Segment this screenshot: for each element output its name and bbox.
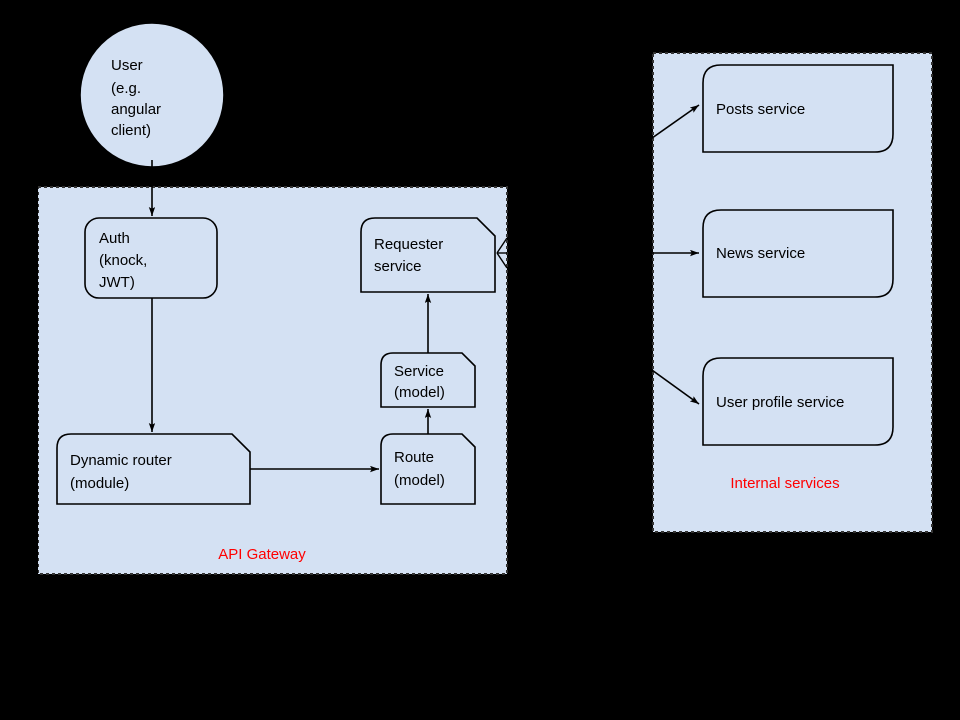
dynamic-router-line-2: (module) <box>70 475 129 492</box>
user-actor-line-3: angular <box>111 101 161 118</box>
user-profile-service-box <box>702 357 894 446</box>
node-dynamic-router[interactable]: Dynamic router (module) <box>56 433 251 505</box>
service-model-line-2: (model) <box>394 384 445 401</box>
connector-requester-to-user-profile <box>644 364 700 405</box>
user-actor-line-2: (e.g. <box>111 80 141 97</box>
route-model-box <box>380 433 476 505</box>
node-news-service[interactable]: News service <box>702 209 894 298</box>
node-service-model[interactable]: Service (model) <box>380 352 476 408</box>
route-model-line-2: (model) <box>394 472 445 489</box>
auth-line-1: Auth <box>99 230 130 247</box>
node-requester-service[interactable]: Requester service <box>360 217 496 293</box>
service-model-box <box>380 352 476 408</box>
user-profile-service-label: User profile service <box>716 394 844 411</box>
node-route-model[interactable]: Route (model) <box>380 433 476 505</box>
news-service-label: News service <box>716 245 805 262</box>
requester-service-line-1: Requester <box>374 236 443 253</box>
internal-services-label: Internal services <box>730 475 839 492</box>
news-service-box <box>702 209 894 298</box>
mask-bottom <box>0 576 960 720</box>
posts-service-label: Posts service <box>716 101 805 118</box>
requester-service-box <box>360 217 496 293</box>
service-model-line-1: Service <box>394 363 444 380</box>
route-model-line-1: Route <box>394 449 434 466</box>
node-posts-service[interactable]: Posts service <box>702 64 894 153</box>
node-auth[interactable]: Auth (knock, JWT) <box>84 217 218 299</box>
user-actor-line-4: client) <box>111 122 151 139</box>
auth-line-2: (knock, <box>99 252 147 269</box>
dynamic-router-line-1: Dynamic router <box>70 452 172 469</box>
connector-requester-to-posts <box>644 104 700 144</box>
mask-top-right <box>509 0 960 51</box>
auth-box <box>84 217 218 299</box>
mask-left-edge <box>0 0 38 720</box>
posts-service-box <box>702 64 894 153</box>
connector-requester-fanout-stubs <box>496 237 508 269</box>
user-actor-line-1: User <box>111 57 143 74</box>
auth-line-3: JWT) <box>99 274 135 291</box>
api-gateway-label: API Gateway <box>218 546 306 563</box>
requester-service-line-2: service <box>374 258 422 275</box>
node-user-profile-service[interactable]: User profile service <box>702 357 894 446</box>
dynamic-router-box <box>56 433 251 505</box>
